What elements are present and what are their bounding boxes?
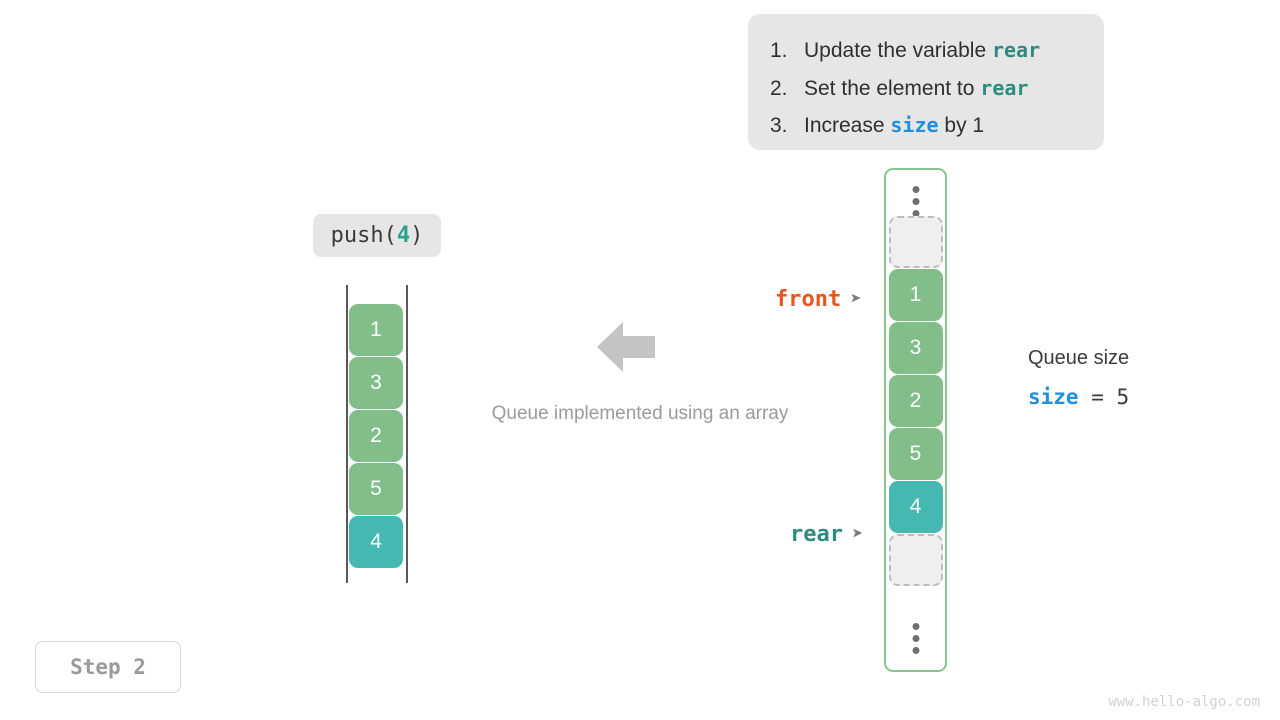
queue-cell: 4 xyxy=(888,481,943,533)
rear-pointer: rear ➤ xyxy=(790,522,863,547)
instruction-text-post: by 1 xyxy=(938,114,985,137)
queue-cell: 5 xyxy=(888,428,943,480)
rear-pointer-arrow-icon: ➤ xyxy=(851,523,864,545)
ellipsis-top-icon xyxy=(912,186,919,217)
front-pointer-arrow-icon: ➤ xyxy=(850,288,862,310)
instruction-keyword: size xyxy=(890,113,939,137)
queue-cell: 2 xyxy=(349,410,403,462)
queue-cell: 1 xyxy=(349,304,403,356)
operation-label: push(4) xyxy=(313,214,441,257)
instruction-text-pre: Increase xyxy=(804,114,891,137)
queue-cell-empty xyxy=(888,216,943,268)
instruction-text-pre: Set the element to xyxy=(804,76,981,100)
dot xyxy=(912,210,919,217)
instruction-panel: 1. Update the variable rear 2. Set the elem… xyxy=(748,14,1104,150)
instruction-text: Update the variable rear xyxy=(804,32,1040,70)
array-bracket-right xyxy=(406,285,408,583)
operation-argument: 4 xyxy=(396,223,411,248)
instruction-number: 2. xyxy=(770,76,788,100)
queue-cell: 2 xyxy=(888,375,943,427)
dot xyxy=(912,635,919,642)
front-pointer-label: front xyxy=(775,287,842,312)
instruction-number: 1. xyxy=(770,39,788,62)
queue-cell: 3 xyxy=(888,322,943,374)
size-value: 5 xyxy=(1116,385,1130,409)
queue-cell-empty xyxy=(888,534,943,586)
instruction-item: 2. Set the element to rear xyxy=(770,70,1082,108)
rear-pointer-label: rear xyxy=(790,522,843,547)
dot xyxy=(912,647,919,654)
diagram-caption: Queue implemented using an array xyxy=(491,403,789,424)
left-arrow-icon xyxy=(597,322,655,372)
step-badge: Step 2 xyxy=(35,641,181,693)
queue-size-title: Queue size xyxy=(1028,347,1130,369)
operation-open-paren: ( xyxy=(383,223,397,248)
instruction-keyword: rear xyxy=(991,38,1041,62)
instruction-text-pre: Update the variable xyxy=(804,39,992,62)
queue-cell: 1 xyxy=(888,269,943,321)
front-pointer: front ➤ xyxy=(775,287,862,312)
size-equals: = xyxy=(1078,385,1117,409)
queue-cell: 5 xyxy=(349,463,403,515)
queue-size-info: Queue size size = 5 xyxy=(1028,344,1129,409)
instruction-keyword: rear xyxy=(980,75,1029,100)
size-variable: size xyxy=(1028,385,1079,409)
operation-close-paren: ) xyxy=(410,223,424,248)
array-bracket-left xyxy=(346,285,348,583)
instruction-list: 1. Update the variable rear 2. Set the elem… xyxy=(770,32,1082,145)
queue-cell: 4 xyxy=(349,516,403,568)
instruction-item: 3. Increase size by 1 xyxy=(770,107,1082,145)
instruction-text: Increase size by 1 xyxy=(804,107,984,145)
instruction-text: Set the element to rear xyxy=(804,70,1028,108)
dot xyxy=(912,186,919,193)
queue-size-expression: size = 5 xyxy=(1028,385,1129,409)
instruction-item: 1. Update the variable rear xyxy=(770,32,1082,70)
ellipsis-bottom-icon xyxy=(912,623,919,654)
dot xyxy=(912,198,919,205)
queue-cell: 3 xyxy=(349,357,403,409)
dot xyxy=(912,623,919,630)
instruction-number: 3. xyxy=(770,114,788,137)
watermark: www.hello-algo.com xyxy=(1108,694,1260,710)
operation-name: push xyxy=(330,223,384,248)
